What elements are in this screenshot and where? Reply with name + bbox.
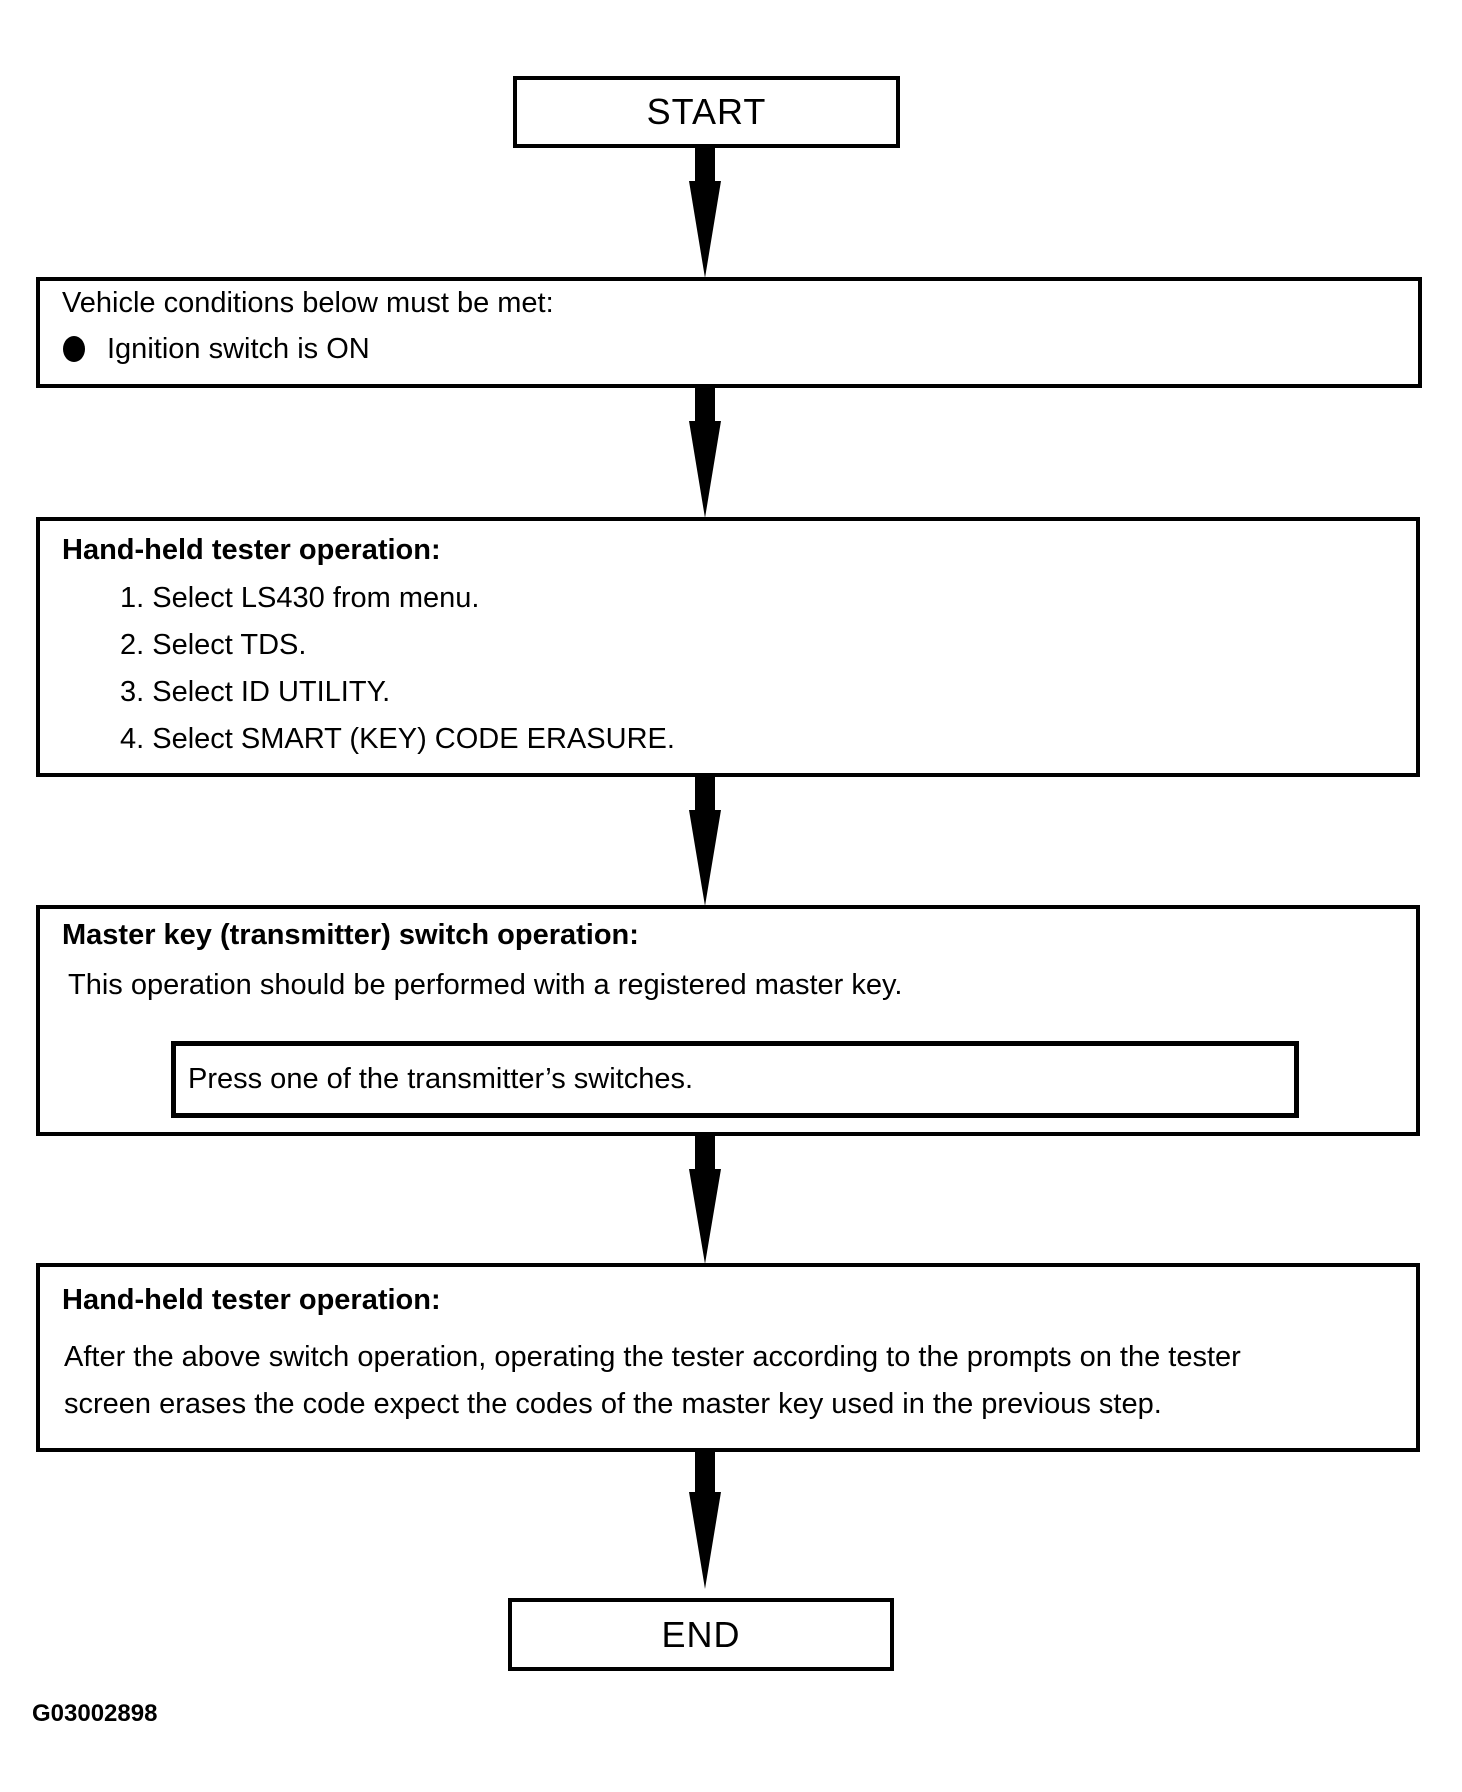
arrow-down-icon bbox=[687, 777, 723, 906]
vehicle-conditions-node: Vehicle conditions below must be met: Ig… bbox=[36, 277, 1422, 388]
tester-step: 4. Select SMART (KEY) CODE ERASURE. bbox=[120, 723, 675, 755]
master-key-title: Master key (transmitter) switch operatio… bbox=[62, 919, 639, 951]
tester-operation-title: Hand-held tester operation: bbox=[62, 1284, 441, 1316]
tester-steps-list: 1. Select LS430 from menu. 2. Select TDS… bbox=[120, 575, 675, 763]
start-label: START bbox=[646, 91, 767, 132]
tester-step: 2. Select TDS. bbox=[120, 629, 307, 661]
tester-step: 1. Select LS430 from menu. bbox=[120, 582, 480, 614]
master-key-node: Master key (transmitter) switch operatio… bbox=[36, 905, 1420, 1136]
tester-step: 3. Select ID UTILITY. bbox=[120, 676, 391, 708]
tester-operation-title: Hand-held tester operation: bbox=[62, 534, 441, 566]
figure-code-label: G03002898 bbox=[32, 1700, 158, 1727]
body-line: screen erases the code expect the codes … bbox=[64, 1388, 1162, 1420]
condition-row: Ignition switch is ON bbox=[63, 331, 370, 367]
condition-text: Ignition switch is ON bbox=[107, 332, 370, 365]
vehicle-conditions-title: Vehicle conditions below must be met: bbox=[62, 287, 554, 319]
start-node: START bbox=[513, 76, 900, 148]
press-switch-node: Press one of the transmitter’s switches. bbox=[171, 1041, 1299, 1118]
tester-operation-node-1: Hand-held tester operation: 1. Select LS… bbox=[36, 517, 1420, 777]
end-node: END bbox=[508, 1598, 894, 1671]
press-switch-text: Press one of the transmitter’s switches. bbox=[188, 1063, 694, 1095]
arrow-down-icon bbox=[687, 1136, 723, 1264]
arrow-down-icon bbox=[687, 1452, 723, 1589]
tester-operation-body: After the above switch operation, operat… bbox=[64, 1334, 1241, 1428]
bullet-icon bbox=[63, 336, 85, 362]
arrow-down-icon bbox=[687, 388, 723, 518]
end-label: END bbox=[661, 1613, 741, 1655]
body-line: After the above switch operation, operat… bbox=[64, 1341, 1241, 1373]
tester-operation-node-2: Hand-held tester operation: After the ab… bbox=[36, 1263, 1420, 1452]
master-key-note: This operation should be performed with … bbox=[68, 969, 903, 1001]
arrow-down-icon bbox=[687, 148, 723, 278]
